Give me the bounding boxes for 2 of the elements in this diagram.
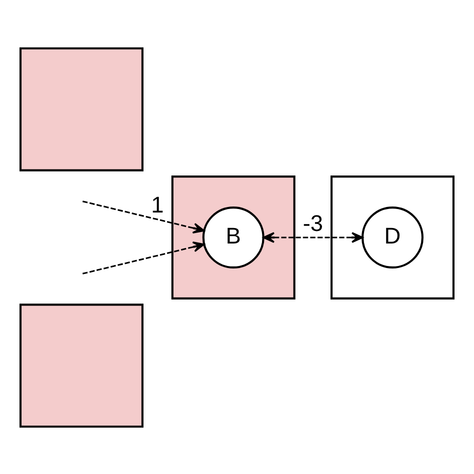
edge-label: 1 [151, 190, 164, 217]
edge-label: -3 [302, 209, 324, 236]
